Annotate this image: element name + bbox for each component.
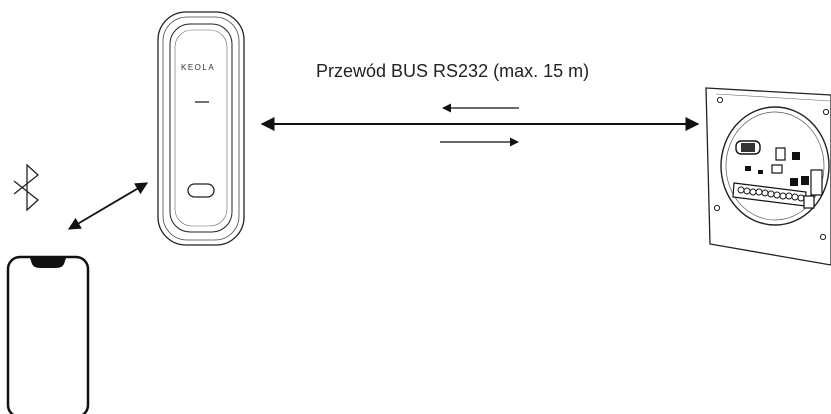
keola-reader-device: KEOLA — [157, 11, 245, 246]
reader-button — [187, 183, 215, 198]
bluetooth-icon — [13, 163, 40, 212]
controller-board — [705, 87, 831, 266]
bluetooth-link-arrow — [67, 182, 149, 230]
reader-brand-logo: KEOLA — [181, 63, 215, 72]
connection-label: Przewód BUS RS232 (max. 15 m) — [316, 61, 589, 81]
smartphone-icon — [6, 255, 90, 414]
